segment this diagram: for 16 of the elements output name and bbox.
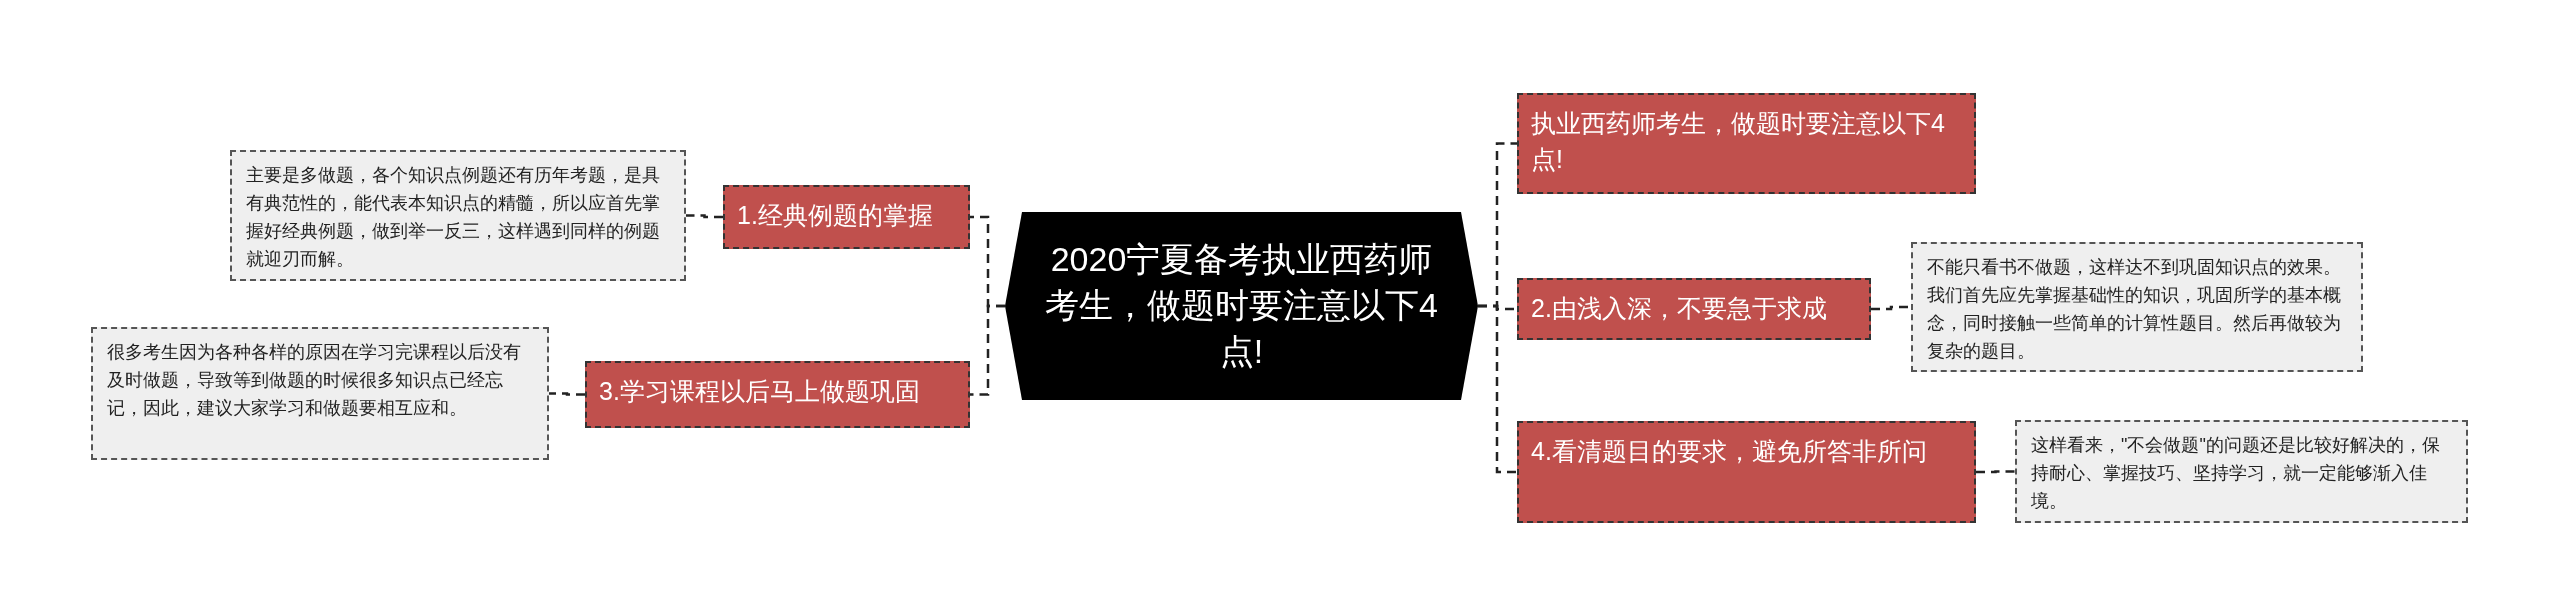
note-box: 这样看来，"不会做题"的问题还是比较好解决的，保持耐心、掌握技巧、坚持学习，就一定能够渐入佳境。 bbox=[2015, 420, 2468, 523]
connector-line bbox=[1871, 305, 1911, 311]
note-box: 不能只看书不做题，这样达不到巩固知识点的效果。我们首先应先掌握基础性的知识，巩固所学的基本概念，同时接触一些简单的计算性题目。然后再做较为复杂的题目。 bbox=[1911, 242, 2363, 372]
connector-line bbox=[1478, 304, 1517, 474]
connector-line bbox=[549, 392, 585, 396]
connector-line bbox=[970, 304, 1005, 396]
note-box: 主要是多做题，各个知识点例题还有历年考题，是具有典范性的，能代表本知识点的精髓，所以应首先掌握好经典例题，做到举一反三，这样遇到同样的例题就迎刃而解。 bbox=[230, 150, 686, 281]
note-box: 很多考生因为各种各样的原因在学习完课程以后没有及时做题，导致等到做题的时候很多知识点已经忘记，因此，建议大家学习和做题要相互应和。 bbox=[91, 327, 549, 460]
connector-line bbox=[1976, 470, 2015, 474]
topic-box: 1.经典例题的掌握 bbox=[723, 185, 970, 249]
topic-box: 3.学习课程以后马上做题巩固 bbox=[585, 361, 970, 428]
topic-box: 2.由浅入深，不要急于求成 bbox=[1517, 278, 1871, 340]
central-topic: 2020宁夏备考执业西药师考生，做题时要注意以下4点! bbox=[1005, 212, 1478, 400]
topic-box: 4.看清题目的要求，避免所答非所问 bbox=[1517, 421, 1976, 523]
connector-line bbox=[686, 214, 723, 219]
topic-box: 执业西药师考生，做题时要注意以下4点! bbox=[1517, 93, 1976, 194]
